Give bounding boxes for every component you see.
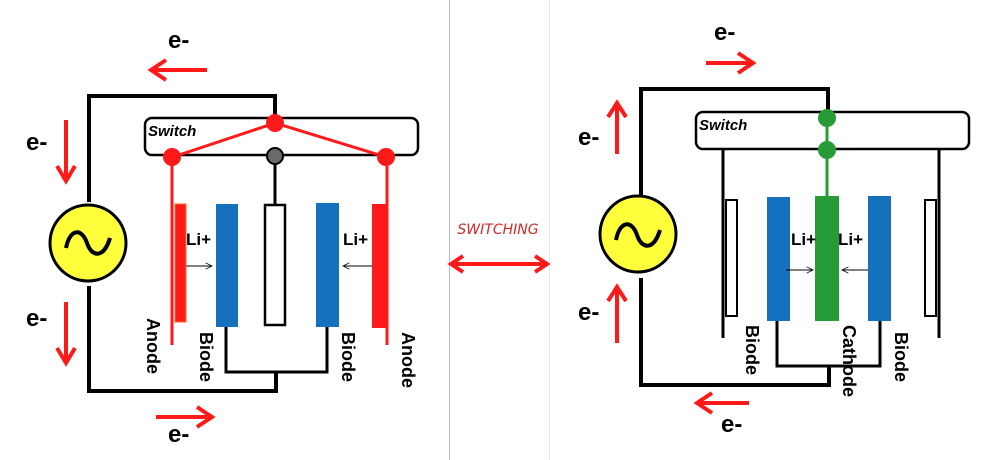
left-switch-node-left[interactable] (163, 148, 181, 166)
right-biode-1 (767, 197, 790, 321)
left-label-anode-1: Anode (143, 318, 163, 374)
right-arrow-upper-left (606, 99, 628, 154)
right-switch-label: Switch (699, 117, 747, 134)
right-ion-label-1: Li+ (791, 230, 816, 249)
right-label-biode-2: Biode (891, 332, 911, 382)
left-electron-label-bottom: e- (168, 421, 189, 448)
left-switch-node-right[interactable] (377, 148, 395, 166)
right-arrow-bottom (693, 391, 749, 415)
switching-label: SWITCHING (457, 222, 538, 238)
right-top-wire (639, 87, 830, 196)
right-arrow-top (706, 51, 757, 75)
right-electron-label-top: e- (714, 19, 735, 46)
right-label-cathode: Cathode (839, 325, 859, 397)
left-biode-1 (216, 204, 238, 327)
left-electron-label-top: e- (168, 27, 189, 54)
left-panel: Switch Li+ Li+ Anode Biode Biode Anode (26, 27, 420, 448)
right-label-biode-1: Biode (742, 325, 762, 375)
left-electron-label-upper: e- (26, 129, 47, 156)
right-inactive-anode-1 (725, 199, 738, 317)
double-arrow-icon (447, 254, 551, 274)
right-cathode (815, 196, 839, 321)
right-bottom-wire (639, 278, 831, 387)
sine-wave-icon (614, 222, 662, 248)
left-switch-label: Switch (148, 123, 196, 140)
left-biode-2 (316, 203, 339, 327)
right-biode-2 (868, 196, 891, 321)
right-inactive-anode-2 (924, 199, 937, 317)
left-label-biode-1: Biode (196, 332, 216, 382)
left-top-wire (87, 94, 277, 202)
left-anode-2 (372, 204, 387, 328)
right-switch-node-bottom[interactable] (818, 141, 836, 159)
left-bottom-wire (87, 286, 278, 393)
left-anode-1 (174, 203, 187, 323)
right-biode-link-wire (775, 320, 882, 368)
left-arrow-bottom (156, 405, 216, 429)
left-arrow-lower-left (55, 302, 77, 367)
right-electron-label-upper: e- (578, 124, 599, 151)
left-electron-label-lower: e- (26, 305, 47, 332)
left-switch-contact-b (274, 121, 387, 159)
left-switch-node-neutral[interactable] (266, 147, 284, 165)
left-ion-label-2: Li+ (343, 230, 368, 249)
left-switch-node-top[interactable] (266, 114, 284, 132)
right-ion-label-2: Li+ (838, 230, 863, 249)
left-arrow-top (147, 58, 207, 82)
left-label-biode-2: Biode (338, 332, 358, 382)
right-arrow-lower-left (606, 283, 628, 343)
right-ac-source (598, 194, 678, 274)
left-ac-source (48, 203, 128, 283)
switching-indicator: SWITCHING (447, 222, 551, 274)
right-electron-label-lower: e- (578, 299, 599, 326)
right-panel: Switch Li+ Li+ Biode Cathode Biode e- e- (578, 19, 971, 438)
right-electron-label-bottom: e- (721, 411, 742, 438)
left-ion-label-1: Li+ (186, 230, 211, 249)
left-separator (263, 203, 287, 327)
left-arrow-upper-left (55, 120, 77, 185)
left-switch-contact-a (172, 121, 276, 159)
right-switch-node-top[interactable] (818, 109, 836, 127)
left-biode-link-wire (224, 326, 329, 374)
left-label-anode-2: Anode (398, 332, 418, 388)
sine-wave-icon (64, 230, 112, 256)
